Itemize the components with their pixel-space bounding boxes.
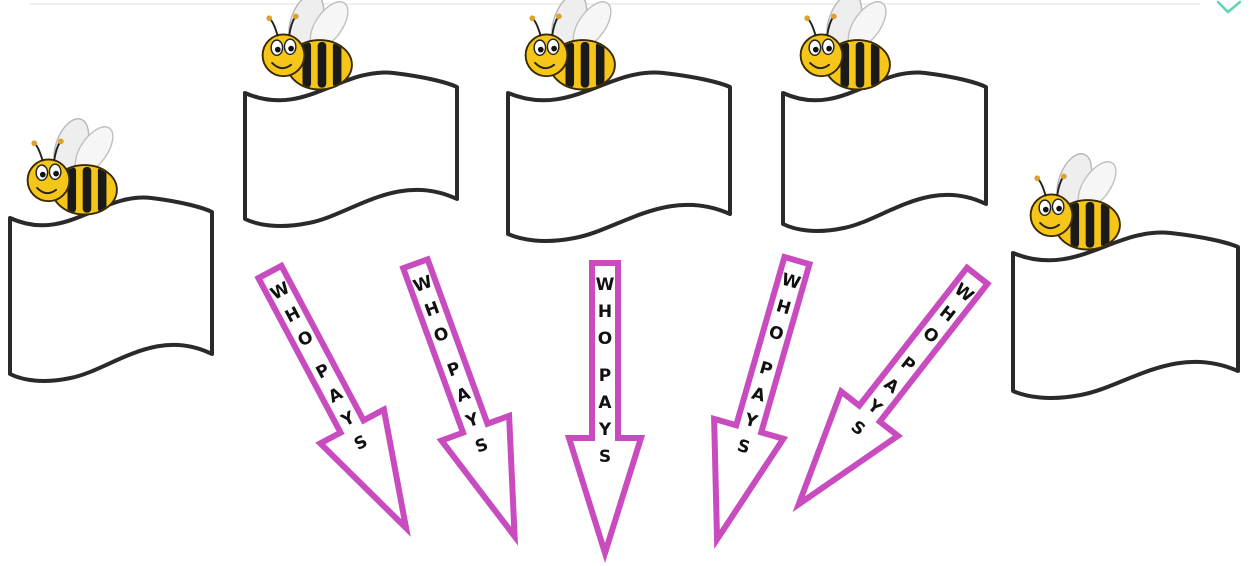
banner-flag-shape bbox=[8, 195, 214, 383]
arrow-label-letter: W bbox=[779, 270, 803, 294]
arrow-label-letter: O bbox=[431, 323, 451, 347]
banner-flag-shape bbox=[243, 70, 459, 228]
arrow-shape bbox=[711, 253, 814, 550]
banner-5 bbox=[1011, 153, 1240, 400]
arrow-label-letter: P bbox=[757, 358, 774, 381]
arrow-label-letter: H bbox=[774, 296, 793, 319]
banner-2 bbox=[243, 0, 459, 228]
banner-flag-shape bbox=[781, 70, 988, 233]
arrow-label-letter: O bbox=[766, 322, 785, 345]
banner-4 bbox=[781, 0, 988, 233]
arrow-shape bbox=[792, 263, 992, 513]
banner-flag-shape bbox=[506, 70, 732, 243]
banner-3 bbox=[506, 0, 732, 243]
corner-chevron-mark bbox=[1216, 0, 1242, 14]
bee-icon bbox=[1029, 153, 1121, 251]
bee-icon bbox=[799, 0, 891, 91]
arrow-label-letter: P bbox=[599, 366, 611, 386]
arrow-label-letter: H bbox=[598, 302, 612, 322]
arrow-label-letter: H bbox=[422, 298, 442, 322]
arrow-label-letter: O bbox=[598, 329, 612, 349]
bee-icon bbox=[261, 0, 353, 91]
arrow-label-letter: A bbox=[749, 384, 768, 407]
arrow-shape bbox=[399, 255, 519, 546]
arrow-label-letter: Y bbox=[598, 420, 612, 440]
arrow-label-letter: S bbox=[735, 436, 752, 459]
arrow-label-letter: A bbox=[598, 393, 612, 413]
banner-flag-shape bbox=[1011, 230, 1240, 400]
arrow-shape bbox=[254, 261, 411, 537]
banner-1 bbox=[8, 118, 214, 383]
arrow-label-letter: W bbox=[596, 275, 615, 295]
arrow-label-letter: S bbox=[599, 447, 611, 467]
arrow-shape bbox=[564, 260, 646, 564]
arrow-label-letter: Y bbox=[741, 410, 760, 433]
bee-icon bbox=[26, 118, 118, 216]
bee-icon bbox=[524, 0, 616, 91]
